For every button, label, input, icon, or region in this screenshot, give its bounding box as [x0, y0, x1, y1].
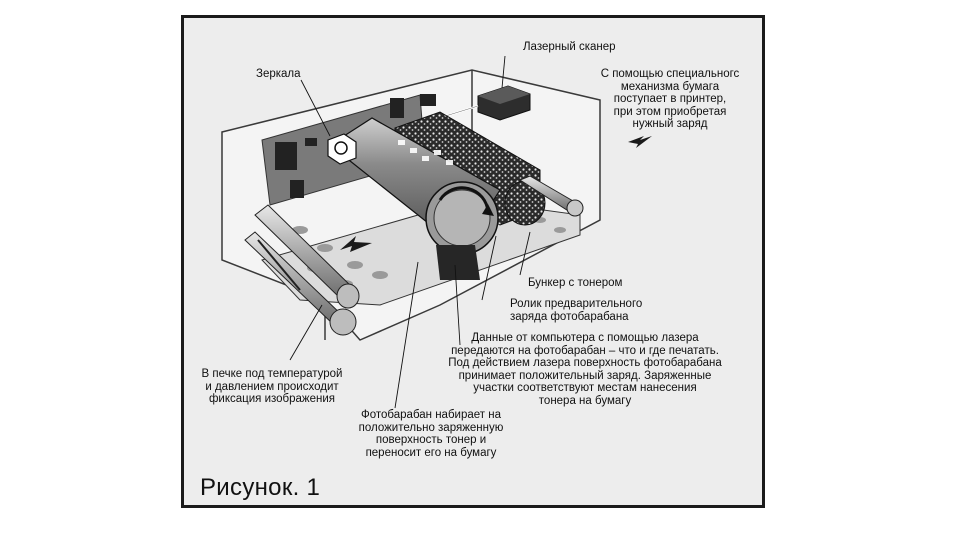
label-drum-toner: Фотобарабан набирает на положительно зар…: [358, 409, 504, 459]
panel-block: [305, 138, 317, 146]
label-toner-hopper: Бункер с тонером: [528, 277, 623, 289]
fuser-rollers: [244, 204, 360, 336]
label-precharge-roller: Ролик предварительного заряда фотобараба…: [510, 298, 643, 323]
laser-scanner: [477, 85, 531, 121]
precharge-roller: [518, 175, 584, 217]
figure-caption: Рисунок. 1: [200, 474, 321, 501]
paper-arrow-left: [340, 236, 372, 252]
panel-block: [275, 142, 297, 170]
mirror-block: [327, 133, 357, 165]
panel-block: [290, 180, 304, 198]
label-laser-data: Данные от компьютера с помощью лазера пе…: [448, 332, 722, 407]
leader-lines: [289, 55, 531, 409]
photo-drum: [328, 117, 501, 280]
label-mirrors: Зеркала: [256, 68, 301, 80]
paper-arrow-right: [628, 136, 652, 148]
label-paper-note: С помощью специальногс механизма бумага …: [600, 68, 740, 130]
label-fuser: В печке под температурой и давлением про…: [201, 368, 343, 405]
panel-block: [390, 98, 404, 118]
panel-block: [420, 94, 436, 106]
label-laser-scanner: Лазерный сканер: [523, 41, 616, 53]
